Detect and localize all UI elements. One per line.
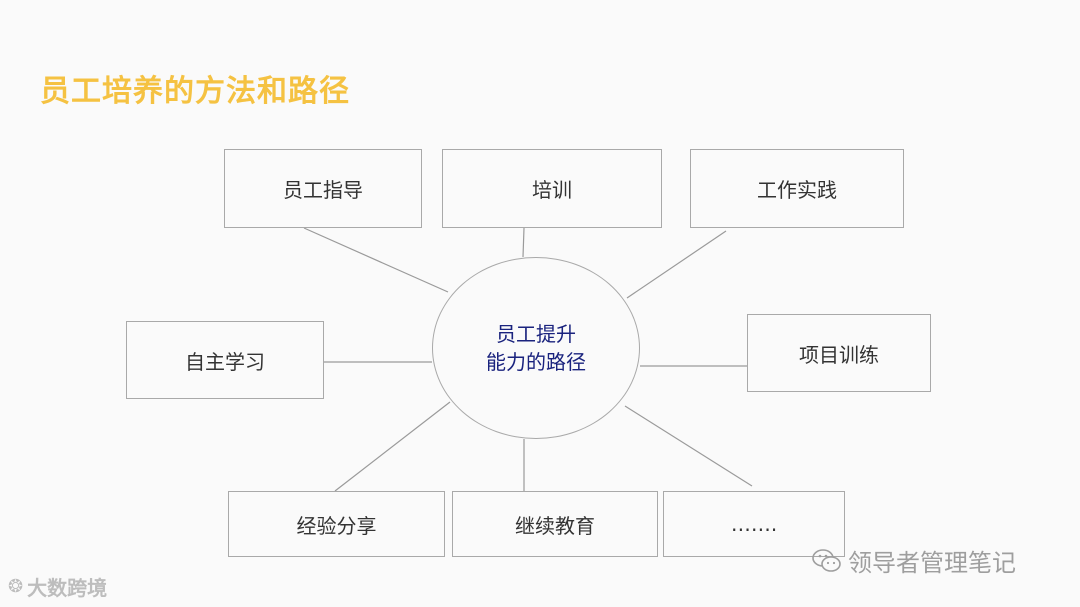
connector-experience bbox=[334, 401, 451, 492]
connector-training bbox=[522, 227, 525, 258]
center-node: 员工提升 能力的路径 bbox=[432, 257, 640, 439]
node-project: 项目训练 bbox=[747, 314, 931, 392]
node-label: ……. bbox=[730, 512, 778, 536]
node-label: 自主学习 bbox=[185, 349, 265, 374]
node-training: 培训 bbox=[442, 149, 662, 228]
node-more: ……. bbox=[663, 491, 845, 557]
node-label: 员工指导 bbox=[283, 178, 363, 202]
watermark-right: 领导者管理笔记 bbox=[812, 543, 1016, 578]
wechat-icon bbox=[812, 548, 842, 574]
connector-practice bbox=[626, 230, 727, 299]
watermark-left: ❂ 大数跨境 bbox=[8, 572, 107, 601]
node-education: 继续教育 bbox=[452, 491, 658, 557]
node-guidance: 员工指导 bbox=[224, 149, 422, 228]
watermark-left-text: 大数跨境 bbox=[27, 576, 108, 600]
watermark-right-text: 领导者管理笔记 bbox=[848, 549, 1016, 577]
center-label-line2: 能力的路径 bbox=[486, 350, 586, 374]
node-label: 项目训练 bbox=[799, 342, 879, 367]
node-label: 培训 bbox=[532, 178, 572, 202]
node-experience: 经验分享 bbox=[228, 491, 445, 557]
node-label: 经验分享 bbox=[296, 513, 377, 538]
brand-logo-icon: ❂ bbox=[8, 576, 23, 597]
connector-guidance bbox=[303, 227, 449, 293]
node-label: 工作实践 bbox=[757, 178, 837, 202]
node-label: 继续教育 bbox=[515, 513, 595, 538]
node-practice: 工作实践 bbox=[690, 149, 904, 228]
page-title: 员工培养的方法和路径 bbox=[40, 74, 350, 109]
center-label-line1: 员工提升 bbox=[496, 322, 576, 346]
connector-more bbox=[624, 405, 753, 487]
node-self-learning: 自主学习 bbox=[126, 321, 324, 399]
